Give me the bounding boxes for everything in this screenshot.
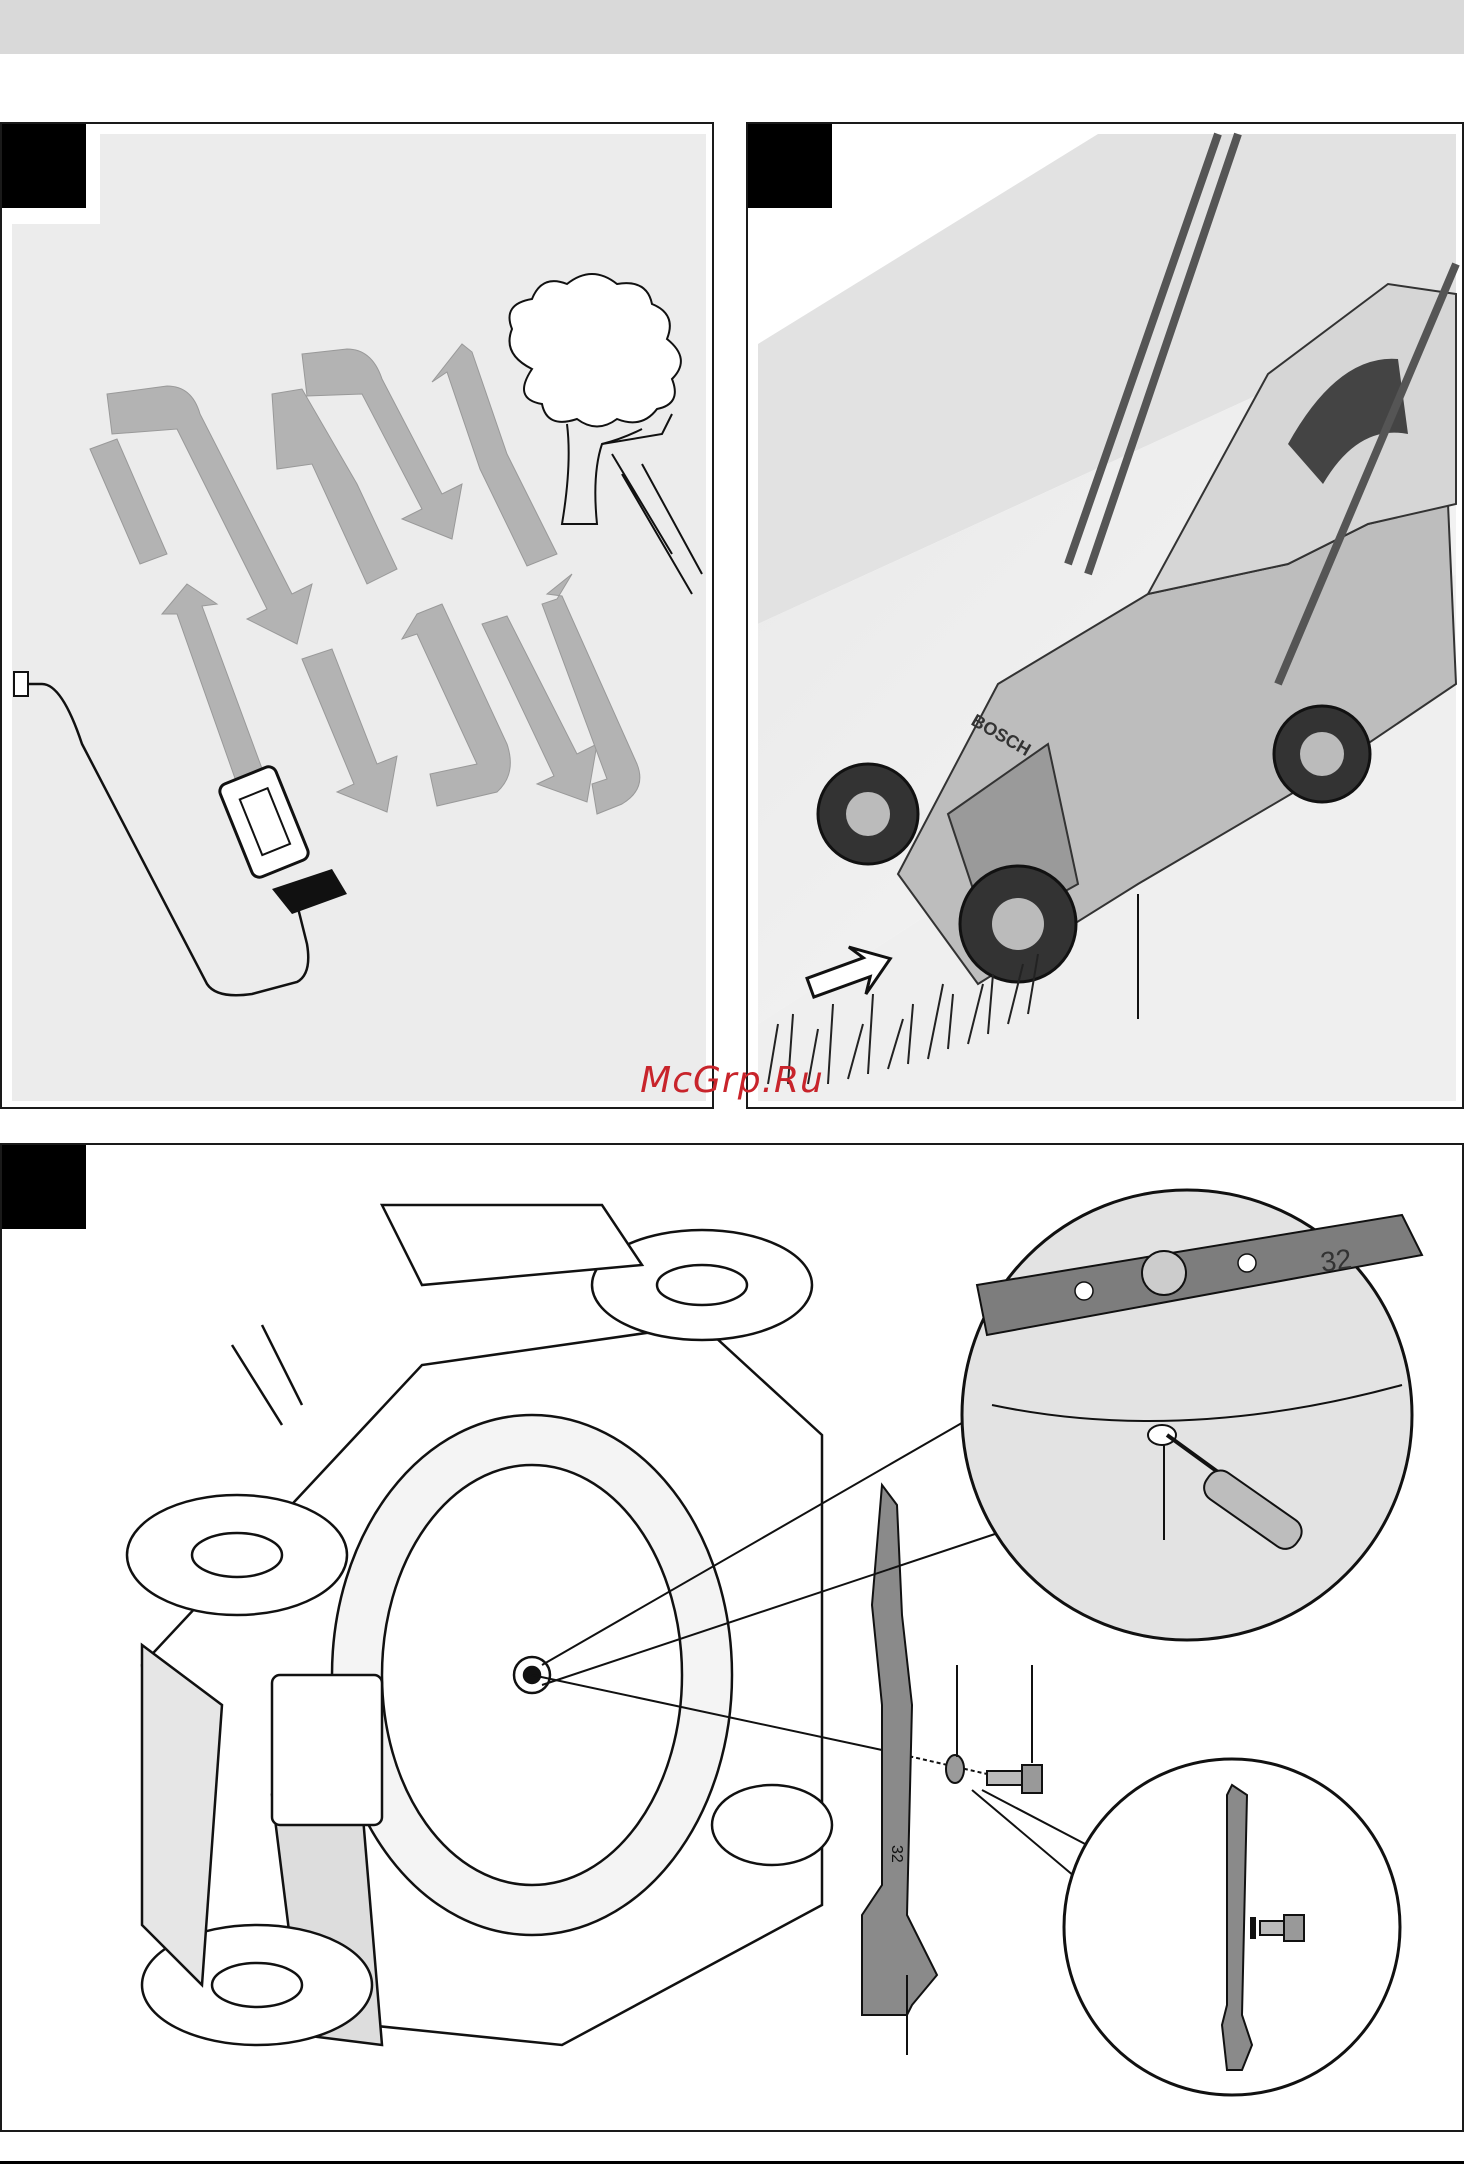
figure-tab bbox=[2, 1145, 86, 1229]
figure-tab bbox=[2, 124, 86, 208]
mower-blade-icon bbox=[862, 1485, 937, 2015]
washer-icon bbox=[946, 1755, 964, 1783]
blade-assembly-illustration: 32 32 bbox=[2, 1145, 1464, 2132]
mower-underside-icon bbox=[127, 1205, 832, 2045]
detail-screwdriver: 32 bbox=[962, 1190, 1422, 1640]
detail-blade-number: 32 bbox=[1319, 1243, 1354, 1278]
mower-slope-illustration: BOSCH bbox=[748, 124, 1464, 1109]
watermark-text: McGrp.Ru bbox=[0, 1060, 1464, 1101]
blade-number-label: 32 bbox=[888, 1845, 905, 1863]
figure-mowing-pattern bbox=[0, 122, 714, 1109]
footer-rule bbox=[0, 2161, 1464, 2164]
header-band bbox=[0, 0, 1464, 54]
figure-blade-assembly: 32 32 bbox=[0, 1143, 1464, 2132]
mowing-pattern-illustration bbox=[2, 124, 714, 1109]
bolt-icon bbox=[987, 1765, 1042, 1793]
figure-tab bbox=[748, 124, 832, 208]
plug-icon bbox=[14, 672, 28, 696]
figure-mower-slope: BOSCH bbox=[746, 122, 1464, 1109]
detail-blade-section bbox=[1064, 1759, 1400, 2095]
